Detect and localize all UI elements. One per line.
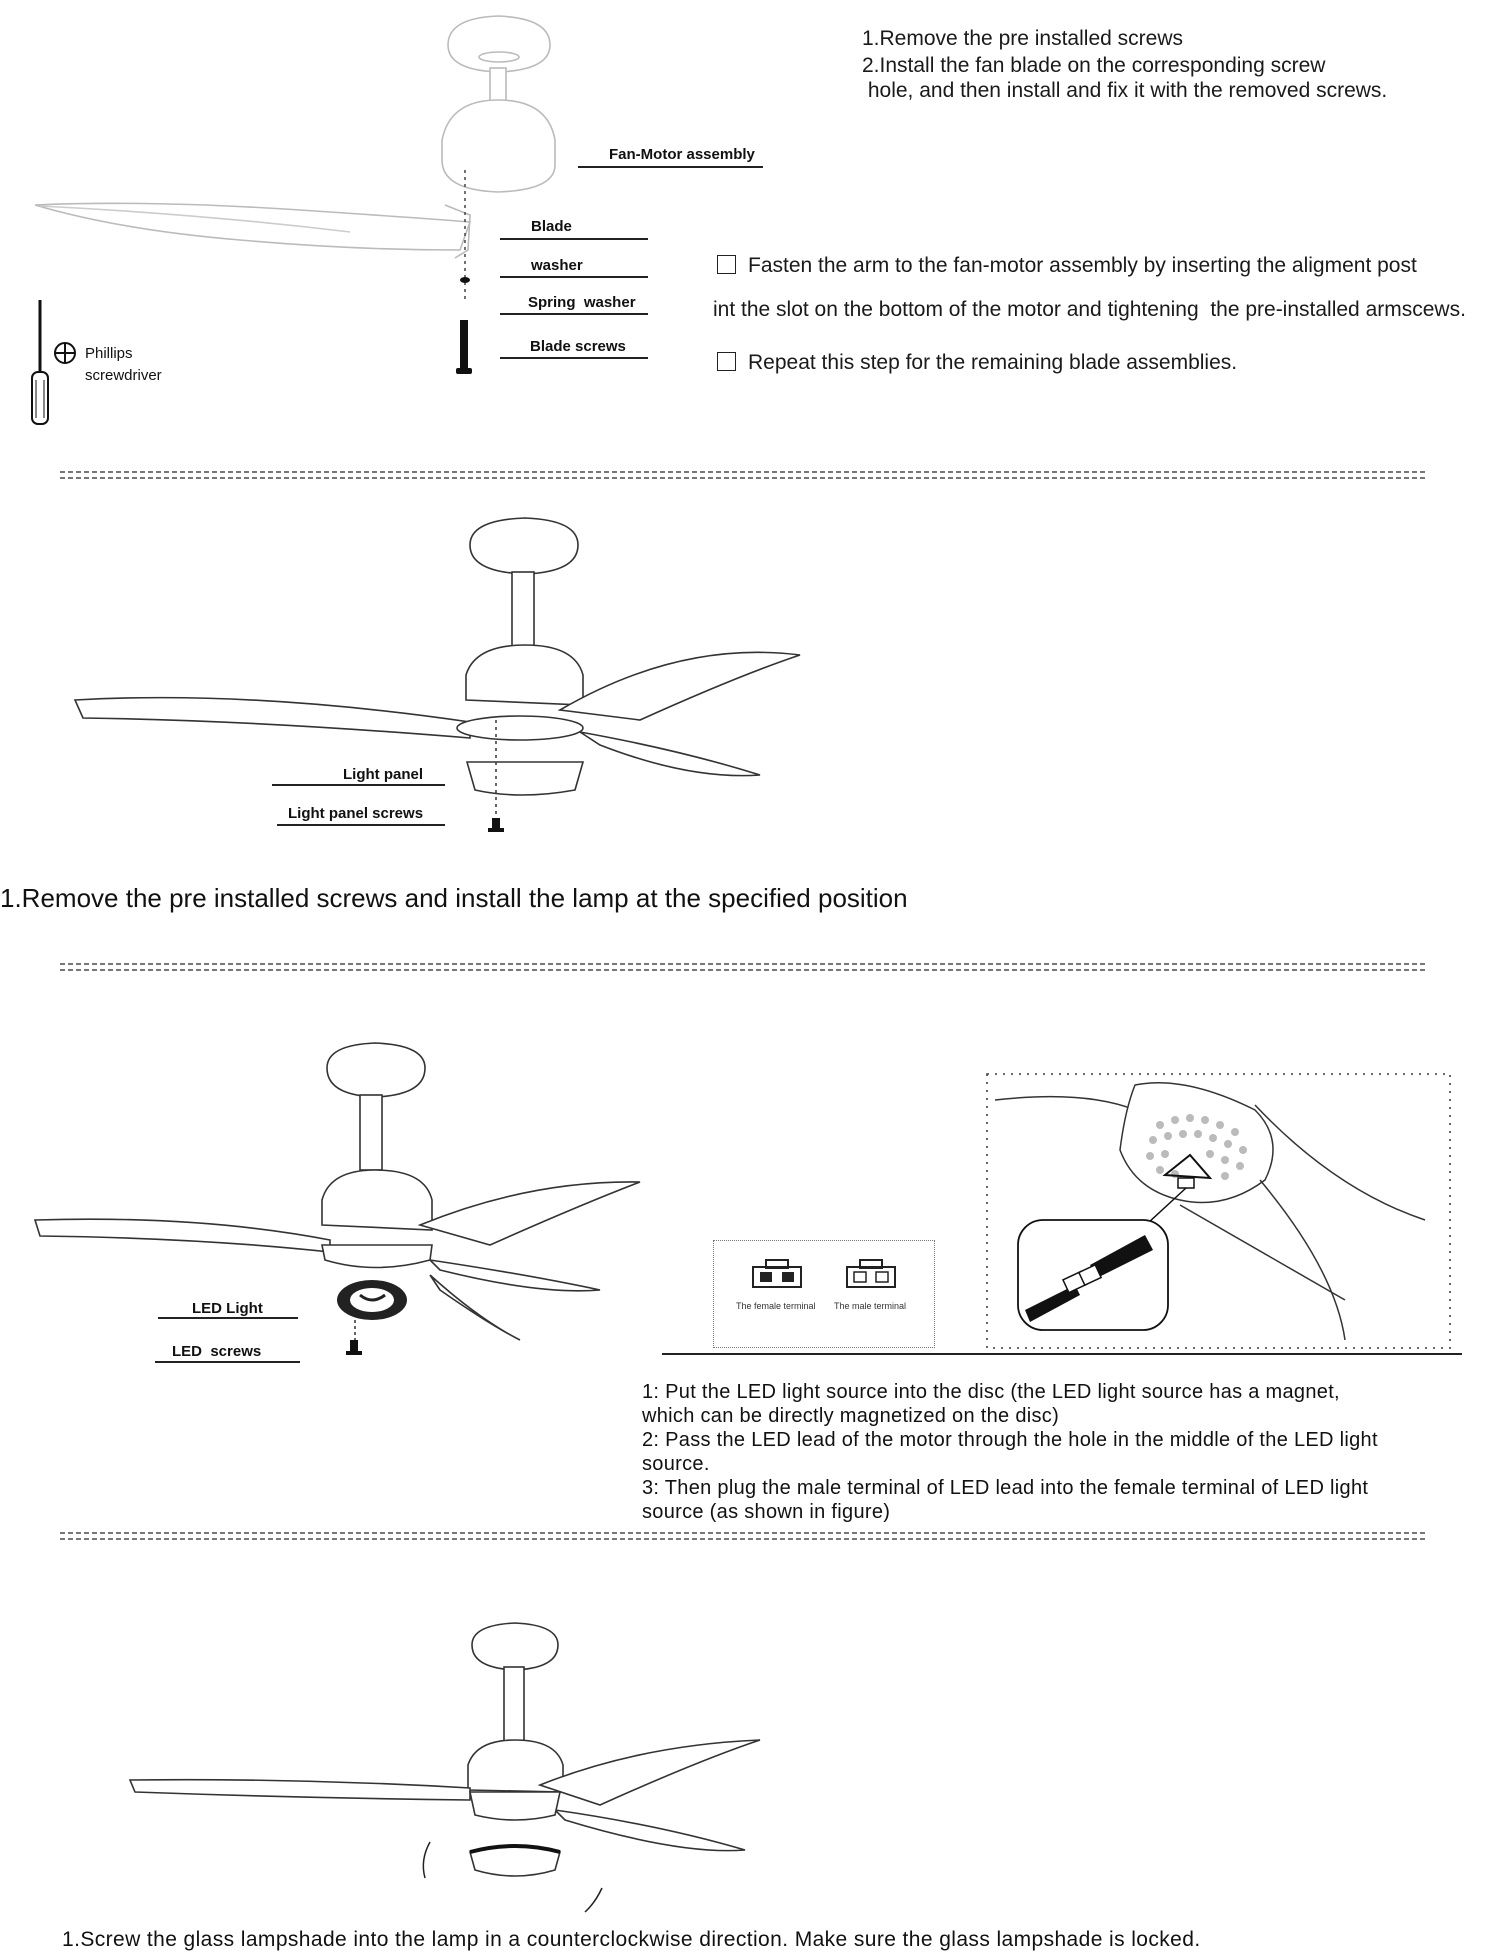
label-fan-motor-assembly: Fan-Motor assembly <box>609 146 755 163</box>
led-note-line-4: source. <box>642 1453 710 1475</box>
phillips-head-icon <box>54 342 76 364</box>
fan-blade-exploded-diagram <box>31 15 763 425</box>
instruction-2-cont: hole, and then install and fix it with t… <box>862 79 1388 102</box>
terminal-box: The female terminal The male terminal <box>713 1240 935 1348</box>
dashed-divider <box>60 963 1425 971</box>
label-led-light: LED Light <box>192 1300 263 1317</box>
section4-caption: 1.Screw the glass lampshade into the lam… <box>62 1928 1201 1951</box>
male-terminal-label: The male terminal <box>834 1301 907 1311</box>
checklist-item-fasten-cont: int the slot on the bottom of the motor … <box>713 298 1466 321</box>
checkbox-icon <box>717 255 736 274</box>
checklist-text-fasten: Fasten the arm to the fan-motor assembly… <box>748 254 1417 277</box>
fan-light-panel-diagram <box>73 517 801 832</box>
led-connector-detail-view <box>986 1073 1451 1349</box>
fan-lampshade-diagram <box>128 1622 761 1913</box>
male-terminal-icon <box>846 1259 896 1288</box>
dashed-divider <box>60 1532 1425 1540</box>
fan-led-diagram <box>33 1042 641 1363</box>
checklist-item-repeat: Repeat this step for the remaining blade… <box>717 350 1237 375</box>
label-blade-screws: Blade screws <box>530 338 626 355</box>
label-spring-washer: Spring washer <box>528 294 636 311</box>
female-terminal-label: The female terminal <box>736 1301 816 1311</box>
label-blade: Blade <box>531 218 572 235</box>
tool-label-phillips: Phillips <box>85 345 133 362</box>
label-light-panel: Light panel <box>343 766 423 783</box>
led-note-line-5: 3: Then plug the male terminal of LED le… <box>642 1477 1369 1499</box>
label-washer: washer <box>531 257 583 274</box>
label-led-screws: LED screws <box>172 1343 262 1360</box>
dashed-divider <box>60 471 1425 479</box>
section2-caption: 1.Remove the pre installed screws and in… <box>0 883 908 913</box>
led-note-line-1: 1: Put the LED light source into the dis… <box>642 1381 1340 1403</box>
female-terminal-icon <box>752 1259 802 1288</box>
checklist-text-repeat: Repeat this step for the remaining blade… <box>748 351 1238 374</box>
tool-label-screwdriver: screwdriver <box>85 367 162 384</box>
instruction-1: 1.Remove the pre installed screws <box>862 27 1183 50</box>
led-note-line-3: 2: Pass the LED lead of the motor throug… <box>642 1429 1378 1451</box>
led-note-line-2: which can be directly magnetized on the … <box>642 1405 1060 1427</box>
notes-rule-line <box>662 1353 1462 1355</box>
checkbox-icon <box>717 352 736 371</box>
label-light-panel-screws: Light panel screws <box>288 805 424 822</box>
led-note-line-6: source (as shown in figure) <box>642 1501 891 1523</box>
checklist-item-fasten: Fasten the arm to the fan-motor assembly… <box>717 253 1417 278</box>
screwdriver-icon <box>31 300 49 425</box>
instruction-2: 2.Install the fan blade on the correspon… <box>862 54 1326 77</box>
